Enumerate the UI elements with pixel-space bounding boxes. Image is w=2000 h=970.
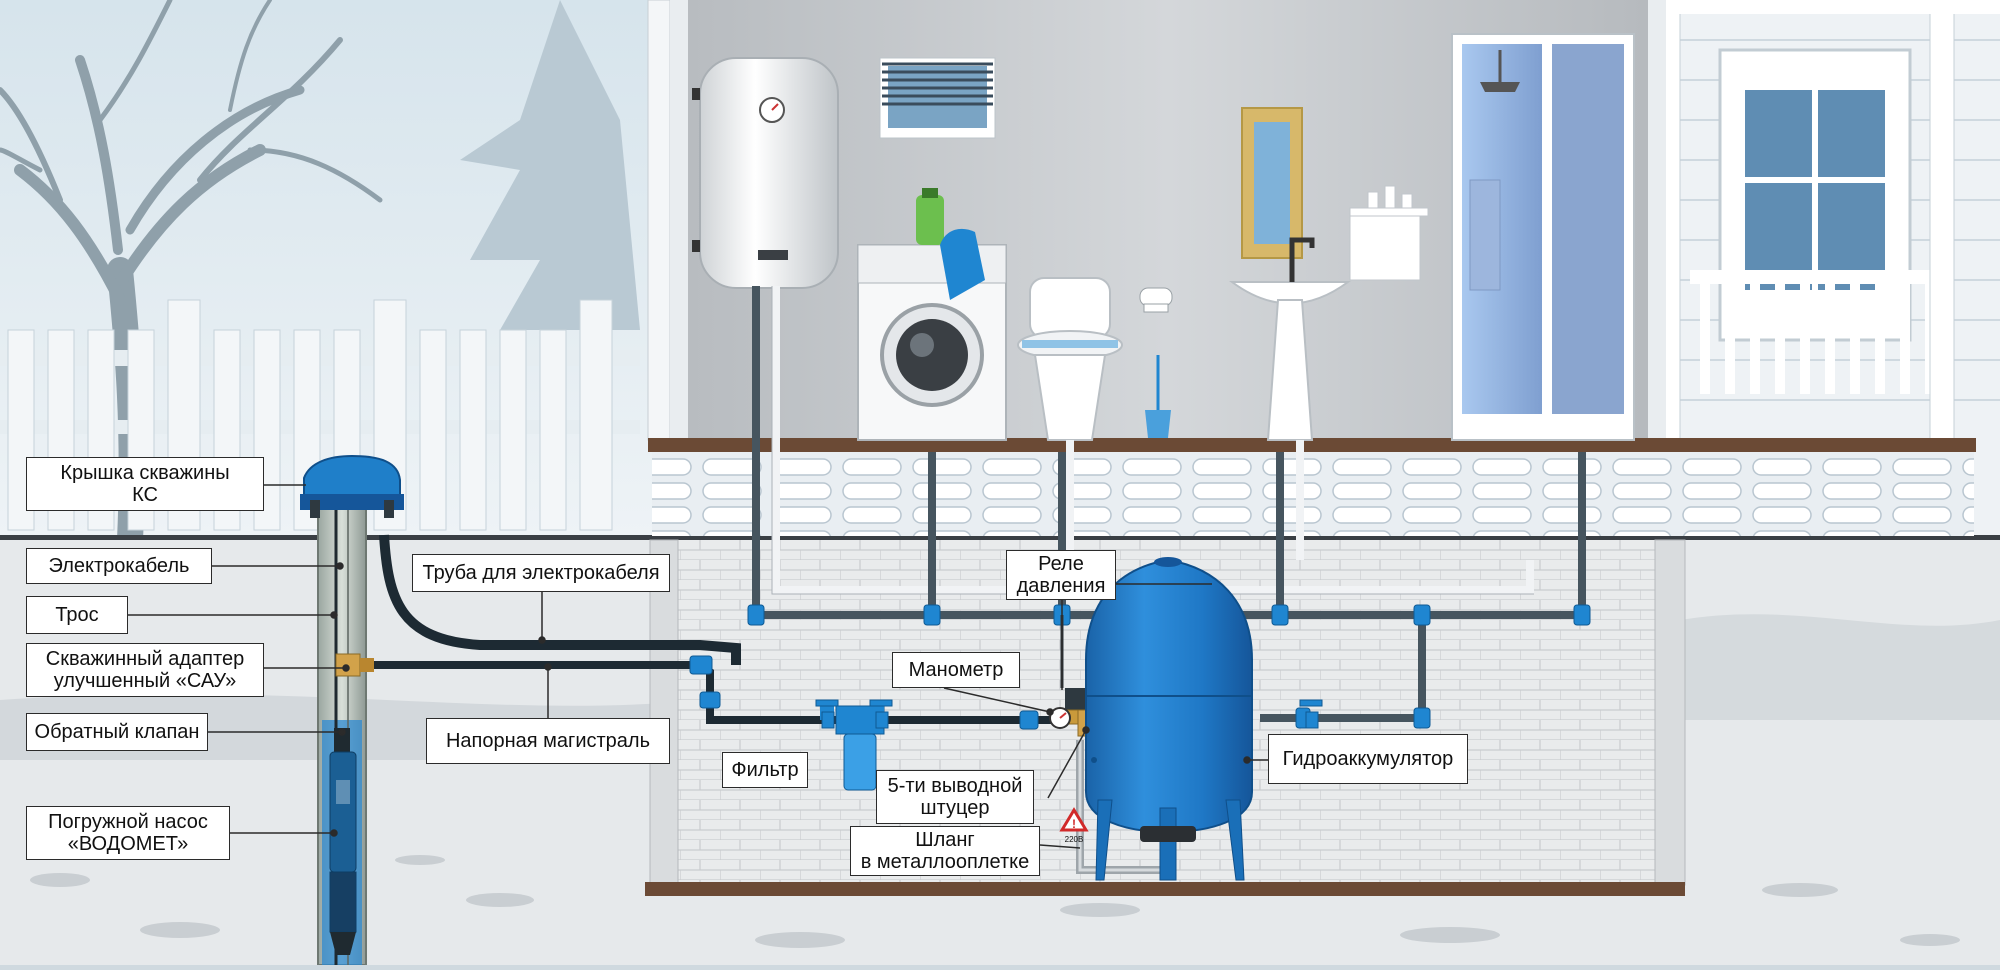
label-pressure-relay: Реле давления [1006, 550, 1116, 600]
label-metal-hose: Шланг в металлооплетке [850, 826, 1040, 876]
cable-conduit [379, 534, 741, 665]
label-hose-line1: Шланг [915, 829, 975, 851]
washing-machine [857, 188, 1007, 441]
check-valve [334, 728, 350, 752]
well-adapter [335, 653, 374, 677]
leader-lines [128, 484, 1268, 849]
warning-triangle-icon: ! 220В [1059, 807, 1089, 844]
label-submersible-pump: Погружной насос «ВОДОМЕТ» [26, 806, 230, 860]
label-relay-line2: давления [1016, 575, 1106, 597]
label-pressure-main: Напорная магистраль [426, 718, 670, 764]
label-cable-pipe: Труба для электрокабеля [412, 554, 670, 592]
ground-line [0, 535, 2000, 540]
label-pump-line1: Погружной насос [48, 811, 208, 833]
bathroom-shelf [1349, 185, 1429, 281]
basement-floor [645, 882, 1685, 896]
water-heater [692, 57, 839, 289]
label-well-cap-line2: КС [132, 484, 158, 506]
pine-tree [460, 0, 640, 330]
label-fitting-line2: штуцер [920, 797, 990, 819]
svg-text:!: ! [1072, 817, 1076, 831]
label-well-cap-line1: Крышка скважины [60, 462, 230, 484]
label-rope-text: Трос [55, 604, 99, 626]
label-well-cap: Крышка скважины КС [26, 457, 264, 511]
label-electric-cable-text: Электрокабель [48, 555, 190, 577]
label-relay-line1: Реле [1038, 553, 1084, 575]
label-fitting-line1: 5-ти выводной [887, 775, 1023, 797]
label-five-way-fitting: 5-ти выводной штуцер [876, 770, 1034, 824]
sink [1228, 237, 1352, 441]
label-manometer: Манометр [892, 652, 1020, 688]
ball-valves [815, 699, 1323, 729]
voltage-text: 220В [1065, 835, 1084, 844]
label-pump-line2: «ВОДОМЕТ» [67, 833, 189, 855]
label-electric-cable: Электрокабель [26, 548, 212, 584]
label-filter-text: Фильтр [731, 759, 799, 781]
toilet-brush [1145, 355, 1171, 438]
pipe-fittings [747, 604, 1591, 729]
label-check-valve: Обратный клапан [26, 713, 208, 751]
toilet-paper [1139, 287, 1173, 313]
shower-cabin [1451, 33, 1635, 441]
label-check-valve-text: Обратный клапан [34, 721, 200, 743]
label-well-adapter-line1: Скважинный адаптер [45, 648, 245, 670]
submersible-pump [329, 751, 357, 955]
toilet [1017, 277, 1123, 441]
label-hose-line2: в металлооплетке [860, 851, 1030, 873]
label-well-adapter-line2: улучшенный «САУ» [53, 670, 237, 692]
label-rope: Трос [26, 596, 128, 634]
label-manometer-text: Манометр [908, 659, 1004, 681]
bathroom-window [879, 57, 996, 139]
accumulator-tank [1085, 557, 1253, 881]
well-cap [300, 454, 404, 518]
stone-foundation [652, 452, 1974, 536]
mirror [1241, 107, 1303, 259]
floor-slab [648, 438, 1976, 452]
label-accumulator-text: Гидроаккумулятор [1282, 748, 1454, 770]
label-pressure-main-text: Напорная магистраль [445, 730, 651, 752]
manometer [1049, 707, 1071, 729]
label-cable-pipe-text: Труба для электрокабеля [422, 562, 660, 584]
label-accumulator: Гидроаккумулятор [1268, 734, 1468, 784]
label-filter: Фильтр [722, 752, 808, 788]
label-well-adapter: Скважинный адаптер улучшенный «САУ» [26, 643, 264, 697]
